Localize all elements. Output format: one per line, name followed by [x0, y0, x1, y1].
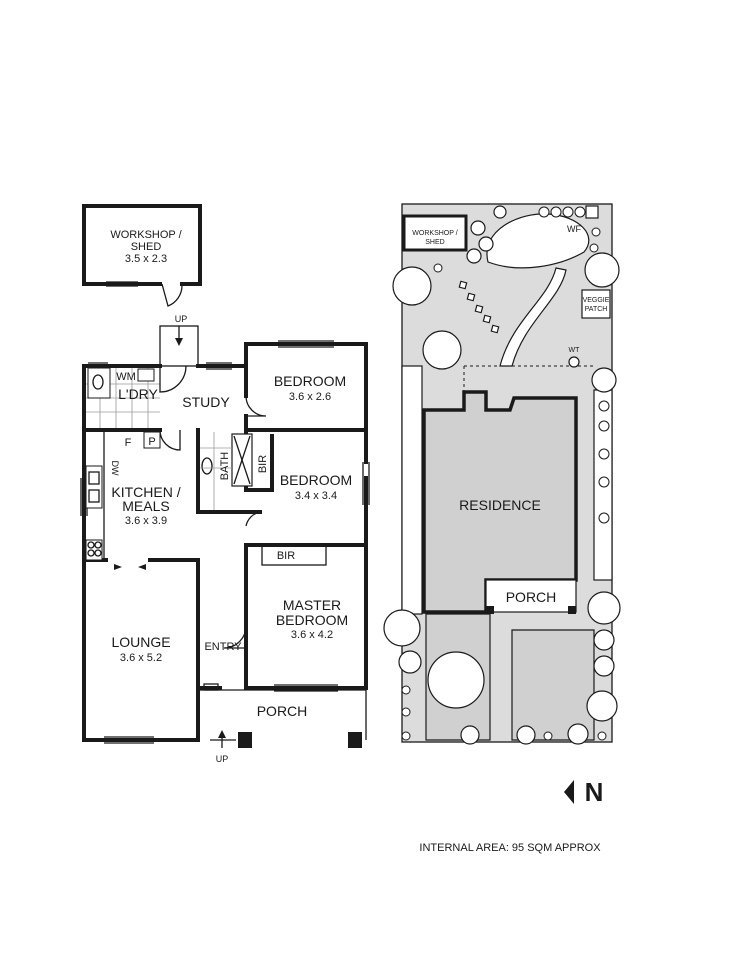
master-name: MASTER [283, 597, 341, 613]
veggie-line-2: PATCH [585, 306, 608, 313]
veggie-line-1: VEGGIE [583, 297, 610, 304]
bedroom1-name: BEDROOM [274, 373, 346, 389]
lounge-room: LOUNGE 3.6 x 5.2 [111, 634, 170, 664]
kitchen-name-2: MEALS [122, 498, 169, 514]
bedroom-2: BEDROOM 3.4 x 3.4 [280, 472, 352, 502]
laundry-name: L'DRY [118, 386, 158, 402]
master-name-2: BEDROOM [276, 612, 348, 628]
dw-label: DW [110, 461, 120, 476]
site-porch-name: PORCH [506, 589, 557, 605]
study-name: STUDY [182, 394, 230, 410]
bedroom1-dims: 3.6 x 2.6 [289, 391, 331, 403]
wt-label: WT [569, 347, 581, 354]
stepping-stones [458, 280, 500, 334]
north-label: N [585, 777, 604, 807]
bath-name: BATH [219, 452, 231, 481]
study-room: STUDY [182, 394, 267, 417]
shed-name-2: SHED [131, 241, 162, 253]
shed-dims: 3.5 x 2.3 [125, 253, 167, 265]
porch-name: PORCH [257, 703, 308, 719]
up-label-top: UP [175, 314, 188, 324]
entry-hall: ENTRY [203, 641, 242, 691]
laundry-room: WM L'DRY [86, 365, 187, 451]
wm-label: WM [116, 371, 136, 383]
site-plan: WORKSHOP / SHED WF VEGGIE PATCH WT RESID… [383, 203, 621, 745]
fridge-label: F [125, 437, 132, 449]
bir-2: BIR [261, 544, 327, 566]
kitchen-meals: F P DW KITCHEN / MEALS 3.6 x 3.9 [85, 431, 181, 570]
residence-block: RESIDENCE PORCH [422, 390, 578, 614]
kitchen-name: KITCHEN / [111, 484, 180, 500]
bathroom: BATH BIR [200, 432, 269, 527]
bedroom2-name: BEDROOM [280, 472, 352, 488]
front-porch: PORCH UP [200, 689, 367, 764]
shrubs [401, 206, 610, 741]
floor-plan: WORKSHOP / SHED 3.5 x 2.3 UP [80, 204, 370, 764]
master-bedroom: MASTER BEDROOM 3.6 x 4.2 [223, 597, 348, 649]
shed-room: WORKSHOP / SHED 3.5 x 2.3 [82, 204, 202, 307]
wf-label: WF [567, 224, 581, 234]
entry-name: ENTRY [204, 641, 242, 653]
trees [383, 205, 621, 745]
bedroom2-dims: 3.4 x 3.4 [295, 490, 337, 502]
kitchen-dims: 3.6 x 3.9 [125, 515, 167, 527]
north-arrow: N [564, 777, 603, 807]
pantry-label: P [148, 436, 155, 448]
site-shed-name-2: SHED [425, 239, 444, 246]
up-label-bottom: UP [216, 754, 229, 764]
lounge-dims: 3.6 x 5.2 [120, 652, 162, 664]
shed-name: WORKSHOP / [110, 229, 182, 241]
bir-label-2: BIR [277, 550, 295, 562]
bir-label-1: BIR [257, 455, 269, 473]
master-dims: 3.6 x 4.2 [291, 629, 333, 641]
residence-name: RESIDENCE [459, 497, 541, 513]
bedroom-1: BEDROOM 3.6 x 2.6 [274, 373, 346, 403]
site-shed-name: WORKSHOP / [412, 230, 457, 237]
internal-area: INTERNAL AREA: 95 SQM APPROX [419, 842, 601, 854]
rear-step: UP [159, 314, 199, 367]
lounge-name: LOUNGE [111, 634, 170, 650]
